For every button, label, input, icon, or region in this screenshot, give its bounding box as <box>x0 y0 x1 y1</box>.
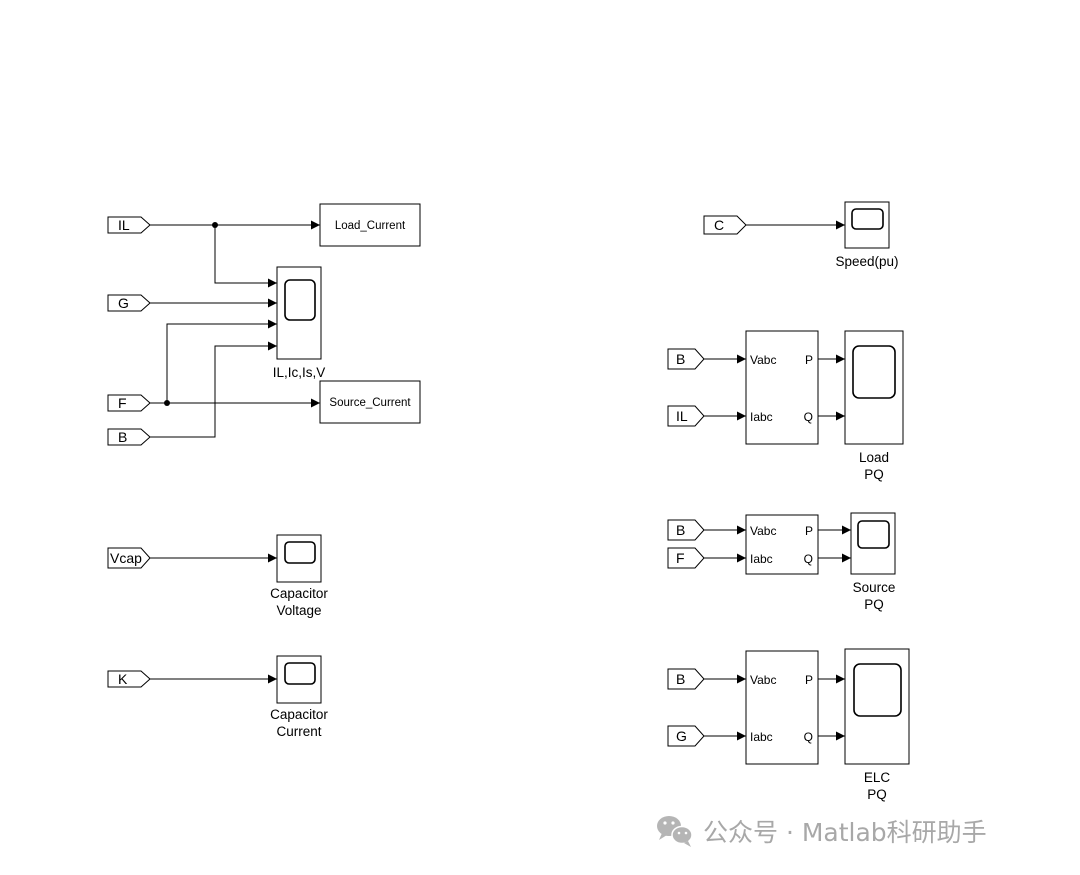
scope-capacitor-voltage-screen-icon <box>284 541 316 564</box>
scope-capacitor-current-label-1: Capacitor <box>270 707 328 722</box>
junction-dot <box>164 400 170 406</box>
scope-capacitor-current-label-2: Current <box>276 724 321 739</box>
pq-block-load-p: P <box>805 353 813 367</box>
from-tag-b-left[interactable] <box>107 428 151 446</box>
scope-elc-pq-screen-icon <box>853 663 902 717</box>
scope-il-ic-is-v-label: IL,Ic,Is,V <box>273 365 326 380</box>
from-tag-g-left[interactable] <box>107 294 151 312</box>
from-tag-b-left-label: B <box>118 429 127 445</box>
from-tag-il-load-label: IL <box>676 408 688 424</box>
scope-capacitor-current-screen-icon <box>284 662 316 685</box>
scope-load-pq-label-1: Load <box>859 450 889 465</box>
scope-elc-pq-label-2: PQ <box>867 787 887 802</box>
from-tag-b-elc[interactable] <box>667 668 705 690</box>
pq-block-source-iabc: Iabc <box>750 552 773 566</box>
from-tag-g-elc[interactable] <box>667 725 705 747</box>
from-tag-g-left-label: G <box>118 295 129 311</box>
from-tag-f-left[interactable] <box>107 394 151 412</box>
scope-speed-label: Speed(pu) <box>835 254 898 269</box>
from-tag-il-top-label: IL <box>118 217 130 233</box>
pq-block-load-vabc: Vabc <box>750 353 776 367</box>
from-tag-k[interactable] <box>107 670 151 688</box>
from-tag-il-top[interactable] <box>107 216 151 234</box>
wire-f-scope[interactable] <box>166 319 277 403</box>
scope-source-pq-screen-icon <box>857 520 890 549</box>
pq-block-elc[interactable] <box>745 650 819 765</box>
from-tag-vcap-label: Vcap <box>110 550 142 566</box>
from-tag-il-load[interactable] <box>667 405 705 427</box>
pq-block-source[interactable] <box>745 514 819 575</box>
from-tag-b-source[interactable] <box>667 519 705 541</box>
scope-elc-pq-label-1: ELC <box>864 770 891 785</box>
watermark-text: 公众号 · Matlab科研助手 <box>703 818 987 847</box>
goto-load-current-label: Load_Current <box>335 220 406 232</box>
goto-source-current[interactable] <box>319 380 421 424</box>
pq-block-source-vabc: Vabc <box>750 524 776 538</box>
pq-block-elc-p: P <box>805 673 813 687</box>
pq-block-load-q: Q <box>804 410 813 424</box>
scope-load-pq-screen-icon <box>852 345 896 399</box>
from-tag-c[interactable] <box>703 215 747 235</box>
junction-dot <box>212 222 218 228</box>
scope-il-ic-is-v-screen-icon <box>284 279 316 321</box>
from-tag-b-load[interactable] <box>667 348 705 370</box>
from-tag-b-elc-label: B <box>676 671 685 687</box>
from-tag-vcap[interactable] <box>107 547 151 569</box>
from-tag-k-label: K <box>118 671 128 687</box>
pq-block-source-p: P <box>805 524 813 538</box>
scope-load-pq-label-2: PQ <box>864 467 884 482</box>
scope-capacitor-voltage-label-1: Capacitor <box>270 586 328 601</box>
from-tag-f-left-label: F <box>118 395 127 411</box>
from-tag-f-source[interactable] <box>667 547 705 569</box>
wire-il-scope[interactable] <box>214 225 277 288</box>
pq-block-elc-iabc: Iabc <box>750 730 773 744</box>
wire-b-scope[interactable] <box>150 341 277 438</box>
from-tag-f-source-label: F <box>676 550 685 566</box>
pq-block-source-q: Q <box>804 552 813 566</box>
scope-speed-screen-icon <box>851 208 884 230</box>
from-tag-b-source-label: B <box>676 522 685 538</box>
pq-block-load-iabc: Iabc <box>750 410 773 424</box>
watermark: 公众号 · Matlab科研助手 <box>657 816 987 847</box>
scope-source-pq-label-2: PQ <box>864 597 884 612</box>
from-tag-c-label: C <box>714 217 724 233</box>
scope-source-pq-label-1: Source <box>853 580 896 595</box>
from-tag-b-load-label: B <box>676 351 685 367</box>
pq-block-elc-vabc: Vabc <box>750 673 776 687</box>
from-tag-g-elc-label: G <box>676 728 687 744</box>
wechat-icon <box>657 816 693 847</box>
pq-block-load[interactable] <box>745 330 819 445</box>
pq-block-elc-q: Q <box>804 730 813 744</box>
goto-source-current-label: Source_Current <box>329 397 411 409</box>
goto-load-current[interactable] <box>319 203 421 247</box>
scope-capacitor-voltage-label-2: Voltage <box>276 603 321 618</box>
